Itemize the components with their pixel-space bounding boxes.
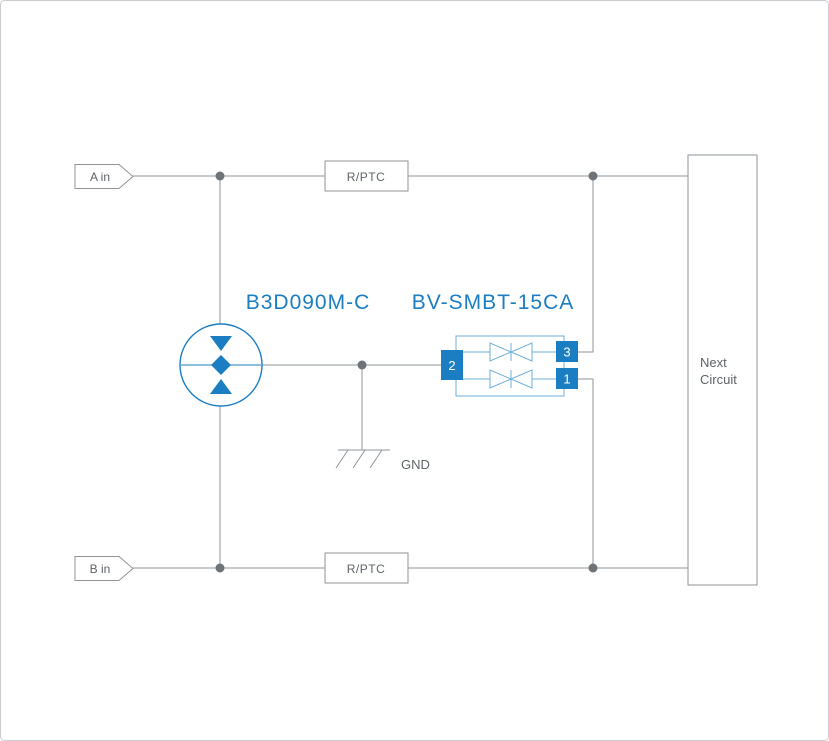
tvs-row2-diode-right-icon — [509, 369, 533, 389]
junction-a-right — [588, 171, 598, 181]
fuse-bottom: R/PTC — [324, 552, 409, 584]
fuse-top-box — [324, 160, 409, 192]
tvs-row1-diode-right-icon — [509, 342, 533, 362]
next-circuit-box — [687, 154, 758, 586]
ground-hatch-2 — [352, 449, 366, 469]
fuse-bottom-box — [324, 552, 409, 584]
junction-b-right — [588, 563, 598, 573]
tvs-component: BV-SMBT-15CA 2 3 1 — [412, 291, 578, 397]
next-circuit-block: Next Circuit — [687, 154, 758, 586]
tvs-pin1-number: 1 — [563, 372, 570, 387]
gnd-label: GND — [401, 457, 430, 472]
tvs-row2-diode-left-icon — [489, 369, 513, 389]
junction-b-left — [215, 563, 225, 573]
input-b-connector: B in — [74, 556, 134, 581]
input-b-label: B in — [90, 562, 111, 576]
fuse-bottom-label: R/PTC — [347, 562, 386, 576]
tvs-pin3-number: 3 — [563, 345, 570, 360]
input-b-shape — [74, 556, 134, 581]
tvs-body — [455, 335, 565, 397]
wires — [133, 175, 688, 569]
wire-pin1-to-b — [578, 378, 594, 568]
tvs-row1-diode-left-icon — [489, 342, 513, 362]
next-circuit-label-line2: Circuit — [700, 372, 737, 387]
next-circuit-label-line1: Next — [700, 355, 727, 370]
ground-hatch-1 — [335, 449, 349, 469]
tvs-pin3-pad — [556, 341, 578, 362]
gdt-triangle-up-icon — [210, 379, 232, 394]
input-a-label: A in — [90, 170, 110, 184]
fuse-top: R/PTC — [324, 160, 409, 192]
wire-pin3-to-a — [578, 176, 594, 353]
gdt-diamond-icon — [211, 355, 231, 375]
input-a-shape — [74, 164, 134, 189]
tvs-pin2-pad — [441, 350, 463, 380]
gdt-part-label: B3D090M-C — [246, 291, 371, 314]
input-a-connector: A in — [74, 164, 134, 189]
fuse-top-label: R/PTC — [347, 170, 386, 184]
gdt-component: B3D090M-C — [179, 291, 371, 407]
tvs-part-label: BV-SMBT-15CA — [412, 291, 575, 314]
junction-gnd — [357, 360, 367, 370]
junction-a-left — [215, 171, 225, 181]
junction-dots — [215, 171, 598, 573]
ground-symbol: GND — [335, 449, 430, 472]
tvs-pin2-number: 2 — [448, 358, 455, 373]
gdt-triangle-down-icon — [210, 336, 232, 351]
tvs-pin1-pad — [556, 368, 578, 389]
ground-hatch-3 — [369, 449, 383, 469]
